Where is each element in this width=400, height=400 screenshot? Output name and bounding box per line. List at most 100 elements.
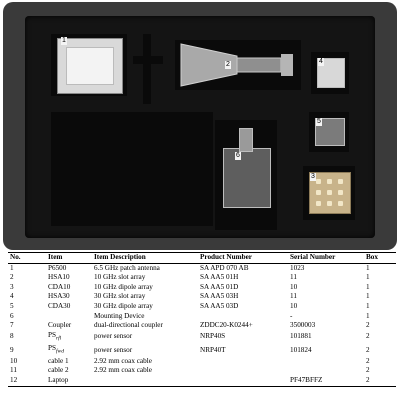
cell-item: PSrfl	[48, 330, 62, 342]
channel	[133, 56, 163, 64]
cell-no: 12	[8, 376, 46, 387]
cell-description: 2.92 mm coax cable	[94, 366, 152, 375]
cell-product-number: SA AA5 01D	[200, 282, 239, 291]
case-photo: 1 2 4 5 6	[3, 2, 397, 250]
cell-serial-number	[288, 357, 364, 367]
cell-box: 2	[364, 376, 396, 387]
dipole-element	[327, 201, 332, 206]
dipole-element	[338, 201, 343, 206]
cell-serial-number: 3500003	[290, 321, 316, 330]
cell-product-number: SA AA5 01H	[200, 273, 239, 282]
inventory-table: No. Item Item Description Product Number…	[8, 252, 396, 387]
cell-item: PSfwd	[48, 343, 64, 355]
dipole-array-10	[309, 172, 351, 214]
dipole-element	[327, 190, 332, 195]
cell-no: 6	[10, 311, 14, 320]
cell-no: 4	[10, 292, 14, 301]
cell-product-number: ZDDC20-K0244+	[200, 321, 253, 330]
dipole-element	[338, 179, 343, 184]
dipole-element	[316, 201, 321, 206]
cell-serial-number	[288, 366, 364, 376]
cell-box: 1	[366, 301, 370, 310]
cell-item: HSA10	[48, 273, 70, 282]
cell-box: 2	[366, 332, 370, 341]
horn-flare	[180, 43, 238, 87]
header-serial-number: Serial Number	[288, 252, 364, 264]
cell-serial-number: -	[290, 311, 293, 320]
cell-no: 5	[10, 301, 14, 310]
cell-serial-number: 101824	[290, 345, 312, 354]
cell-product-number: NRP40T	[200, 345, 226, 354]
cell-no: 2	[10, 273, 14, 282]
cell-serial-number: 101881	[290, 332, 312, 341]
cell-serial-number: 10	[290, 301, 298, 310]
cell-description: power sensor	[94, 332, 133, 341]
cell-box: 1	[366, 263, 370, 272]
label-3: 3	[310, 173, 316, 181]
horn-antenna	[180, 43, 293, 87]
cell-serial-number: 11	[290, 273, 297, 282]
table-row: 11 cable 2 2.92 mm coax cable 2	[8, 366, 396, 376]
cell-item: cable 2	[48, 366, 69, 375]
cell-product-number	[198, 312, 288, 322]
cell-description: 2.92 mm coax cable	[94, 356, 152, 365]
label-6: 6	[235, 152, 241, 160]
header-product-number: Product Number	[198, 252, 288, 264]
table-row: 10 cable 1 2.92 mm coax cable 2	[8, 357, 396, 367]
cell-description	[92, 376, 198, 387]
foam-insert: 1 2 4 5 6	[25, 16, 375, 238]
cell-item: P6500	[48, 263, 67, 272]
cell-serial-number: PF47BFFZ	[288, 376, 364, 387]
cell-description: dual-directional coupler	[94, 321, 163, 330]
cell-description: 30 GHz slot array	[94, 292, 146, 301]
cell-item: Laptop	[46, 376, 92, 387]
cell-serial-number: 10	[290, 282, 298, 291]
cell-item	[46, 312, 92, 322]
mounting-device	[223, 148, 271, 208]
cell-product-number: SA AA5 03D	[200, 301, 239, 310]
inventory-table-wrap: No. Item Item Description Product Number…	[8, 252, 396, 387]
cell-item: cable 1	[48, 356, 69, 365]
dipole-element	[327, 179, 332, 184]
cell-box: 2	[366, 356, 370, 365]
dipole-element	[316, 179, 321, 184]
subscript: fwd	[56, 348, 64, 355]
horn-waveguide	[236, 57, 282, 73]
slot-array-30	[315, 118, 345, 146]
cell-serial-number: 1023	[290, 263, 305, 272]
laptop-cutout	[51, 112, 213, 226]
cell-no: 10	[10, 356, 18, 365]
cell-box: 1	[366, 273, 370, 282]
cell-description: 10 GHz dipole array	[94, 282, 153, 291]
dipole-element	[338, 190, 343, 195]
label-4: 4	[318, 58, 324, 66]
cell-item: Coupler	[48, 321, 72, 330]
cell-no: 9	[10, 345, 14, 354]
label-1: 1	[61, 37, 67, 45]
header-description: Item Description	[92, 252, 198, 264]
patch-element	[66, 47, 114, 85]
channel	[143, 34, 151, 104]
cell-no: 1	[10, 263, 14, 272]
dipole-element	[316, 190, 321, 195]
cell-box: 1	[366, 311, 370, 320]
cell-no: 7	[10, 321, 14, 330]
subscript: rfl	[56, 335, 62, 342]
cell-box: 2	[366, 366, 370, 375]
cell-description: Mounting Device	[94, 311, 145, 320]
cell-item: CDA10	[48, 282, 71, 291]
cell-no: 11	[10, 366, 17, 375]
cell-box: 2	[366, 321, 370, 330]
label-5: 5	[316, 118, 322, 126]
cell-product-number	[198, 357, 288, 367]
table-row: 7 Coupler dual-directional coupler ZDDC20-K…	[8, 321, 396, 331]
cell-item: CDA30	[48, 301, 71, 310]
table-row: 6 Mounting Device - 1	[8, 312, 396, 322]
table-header-row: No. Item Item Description Product Number…	[8, 252, 396, 264]
cell-description: 10 GHz slot array	[94, 273, 146, 282]
cell-no: 8	[10, 332, 14, 341]
